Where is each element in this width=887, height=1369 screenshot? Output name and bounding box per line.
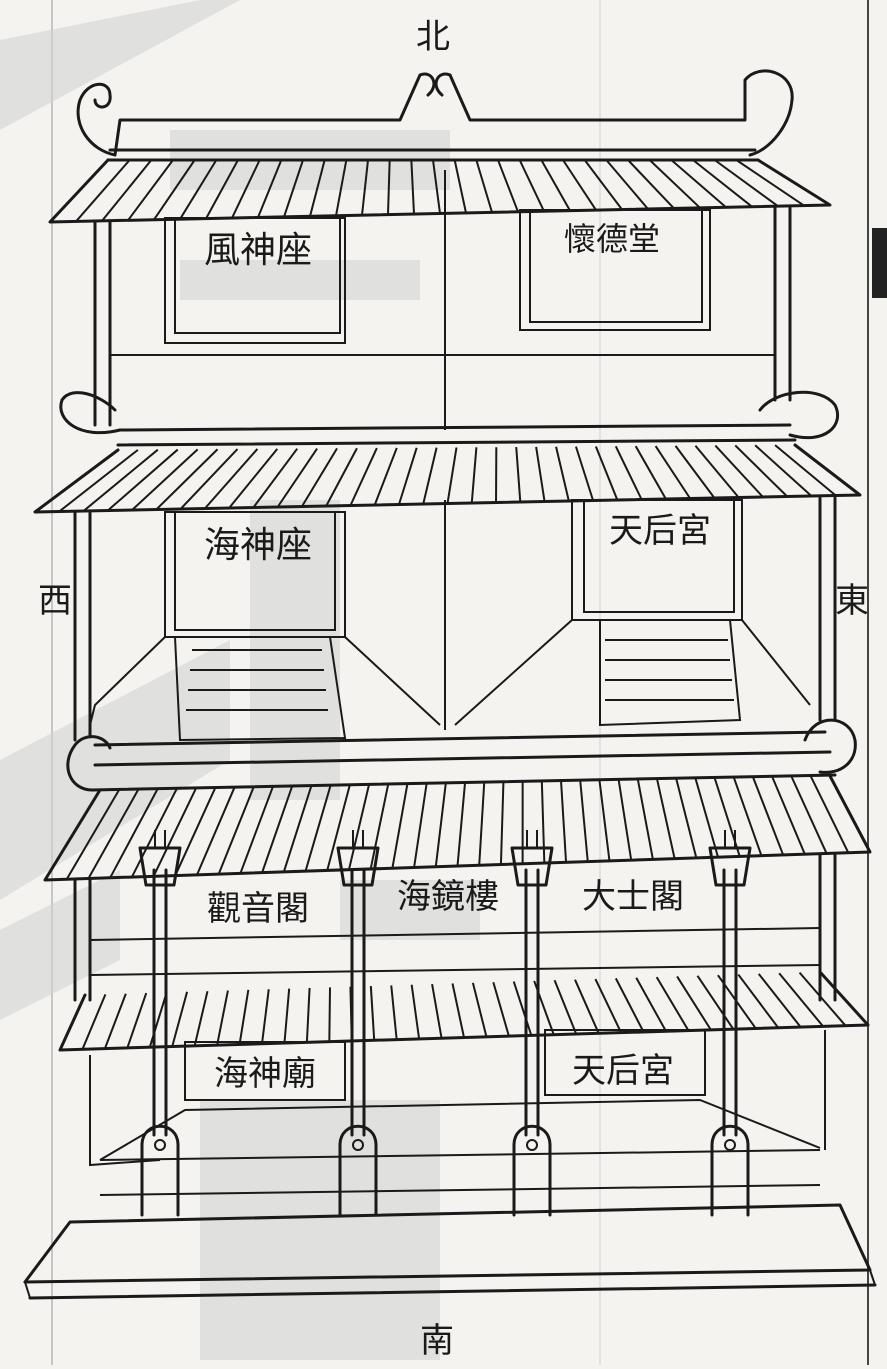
south-label: 南 xyxy=(420,1321,454,1361)
label-tian-hou-gong-lower: 天后宮 xyxy=(572,1051,674,1091)
label-tian-hou-gong-upper: 天后宮 xyxy=(609,511,711,551)
roof-rafter xyxy=(329,987,330,1041)
north-label: 北 xyxy=(416,17,450,57)
label-da-shi-ge: 大士閣 xyxy=(582,877,684,917)
east-label: 東 xyxy=(835,581,869,621)
label-hai-shen-zuo: 海神座 xyxy=(204,525,312,566)
label-guan-yin-ge: 觀音閣 xyxy=(207,889,309,929)
label-huai-de-tang: 懷德堂 xyxy=(564,220,660,258)
label-hai-shen-miao: 海神廟 xyxy=(214,1054,316,1094)
label-hai-jing-lou: 海鏡樓 xyxy=(397,877,499,917)
west-label: 西 xyxy=(38,581,72,621)
label-feng-shen-zuo: 風神座 xyxy=(204,230,312,271)
page-edge-mark xyxy=(872,228,887,298)
